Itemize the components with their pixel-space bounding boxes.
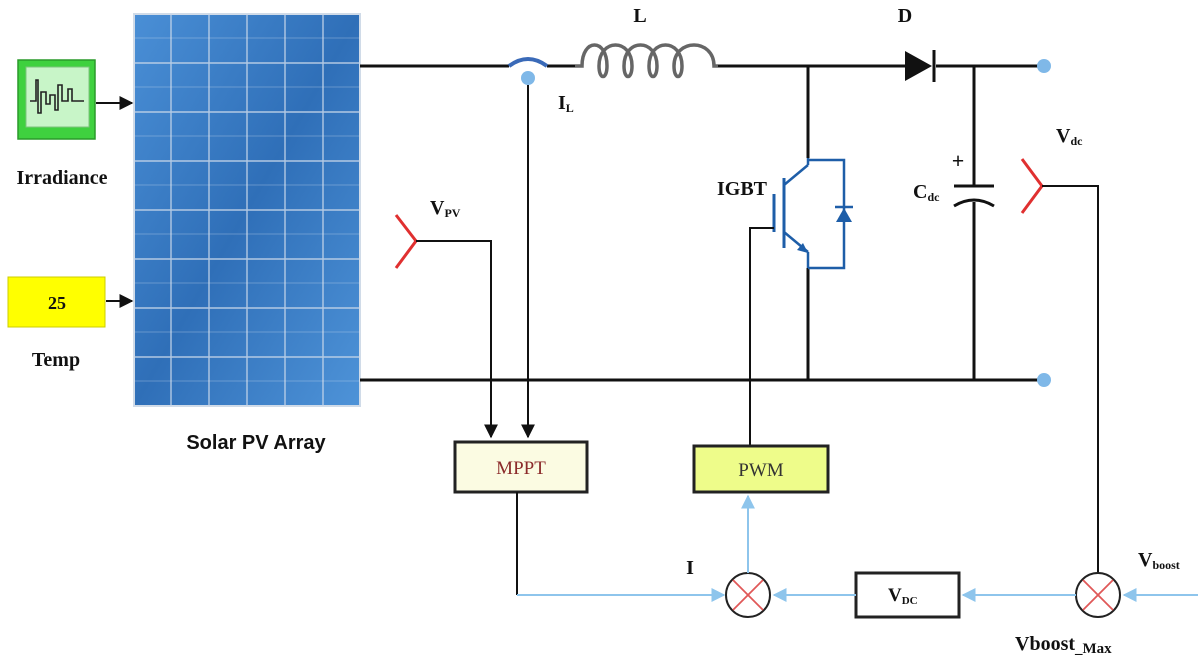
output-terminal-positive[interactable] (1037, 59, 1051, 73)
current-sensor (507, 57, 549, 85)
temp-value: 25 (48, 293, 66, 313)
current-ref-label: I (686, 557, 694, 579)
pwm-label: PWM (738, 460, 784, 481)
capacitor-label-sub: dc (927, 190, 940, 204)
vpv-label: VPV (430, 197, 461, 220)
current-sensor-label: IL (558, 92, 574, 115)
irradiance-label: Irradiance (16, 167, 107, 189)
vdc-gain-block[interactable]: VDC (854, 571, 961, 619)
capacitor-label-main: C (913, 181, 927, 203)
vboost-max-label-main: Vboost (1015, 633, 1075, 655)
vdc-block-label-main: V (888, 585, 902, 606)
mppt-block[interactable]: MPPT (453, 440, 589, 494)
solar-pv-array (133, 13, 361, 407)
irradiance-signal-icon (30, 79, 84, 114)
vpv-label-sub: PV (444, 206, 460, 220)
mppt-label: MPPT (496, 458, 546, 479)
vdc-block-label: VDC (888, 585, 918, 607)
pwm-block[interactable]: PWM (692, 444, 830, 494)
vpv-label-main: V (430, 197, 445, 219)
vboost-input-label: Vboost (1138, 549, 1180, 572)
igbt-switch (749, 158, 853, 445)
vdc-probe-icon (1020, 158, 1044, 214)
vboost-input-label-sub: boost (1152, 558, 1179, 572)
diode-label: D (898, 5, 912, 27)
temp-block[interactable]: 25 (7, 276, 106, 328)
vpv-probe-icon (394, 214, 418, 269)
temp-label: Temp (32, 349, 80, 371)
vdc-label-main: V (1056, 125, 1071, 147)
power-circuit (360, 64, 1040, 382)
vdc-signal-wire (1042, 185, 1099, 575)
summing-junction-left (725, 572, 771, 618)
vdc-label-sub: dc (1070, 134, 1083, 148)
vboost-input-label-main: V (1138, 549, 1153, 571)
current-sensor-label-sub: L (566, 101, 574, 115)
capacitor-label: Cdc (913, 181, 940, 204)
vboost-max-label: Vboost_Max (1015, 633, 1112, 657)
vboost-max-label-sub: _Max (1074, 641, 1112, 657)
vdc-label: Vdc (1056, 125, 1083, 148)
vpv-signal-wire (416, 240, 498, 439)
diode (905, 50, 936, 82)
capacitor (953, 184, 995, 208)
pv-array-label: Solar PV Array (186, 432, 326, 454)
irradiance-block[interactable] (17, 59, 96, 140)
inductor (575, 43, 718, 79)
output-terminal-negative[interactable] (1037, 373, 1051, 387)
summing-junction-right (1075, 572, 1121, 618)
inductor-label: L (633, 5, 646, 27)
vdc-block-label-sub: DC (902, 595, 918, 607)
capacitor-polarity: + (952, 148, 965, 173)
current-sensor-label-main: I (558, 92, 566, 114)
igbt-label: IGBT (717, 178, 768, 200)
